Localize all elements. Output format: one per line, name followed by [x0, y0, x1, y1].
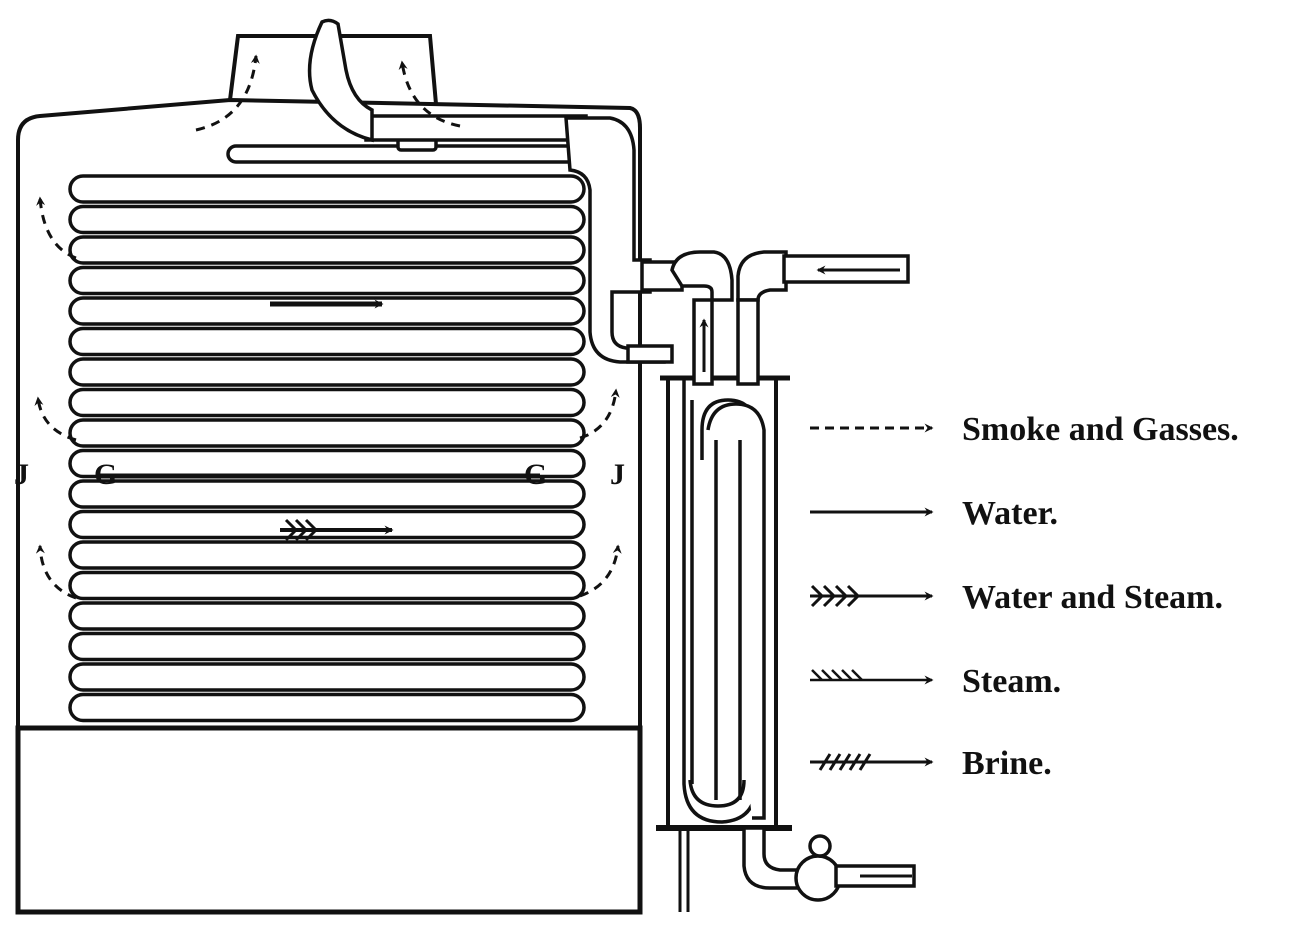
- coil-loop: [68, 265, 586, 296]
- coil-loop: [68, 448, 586, 479]
- coil-loop: [68, 570, 586, 601]
- hatched-arrow-icon: [810, 753, 934, 771]
- coil-loop: [68, 326, 586, 357]
- coil-left-letter: G: [94, 458, 117, 491]
- legend-item-water-steam: Water and Steam.: [810, 579, 1223, 616]
- coil-loop: [68, 357, 586, 387]
- brine-outlet-valve: [742, 826, 916, 902]
- coil-loop: [68, 479, 586, 509]
- legend-item-water: Water.: [810, 495, 1058, 532]
- coil-loop: [68, 174, 586, 204]
- coil-loop: [68, 631, 586, 662]
- coil-loop: [68, 692, 586, 723]
- legend-label-water-steam: Water and Steam.: [962, 579, 1223, 616]
- flow-arrows: [34, 54, 912, 878]
- coil-loop: [68, 418, 586, 448]
- boiler-shell: [15, 34, 643, 915]
- coil-loop: [68, 296, 586, 326]
- legend-label-steam: Steam.: [962, 663, 1061, 700]
- legend-item-steam: Steam.: [810, 663, 1061, 700]
- chimney-gooseneck-pipe: [307, 18, 374, 143]
- legend-item-smoke: Smoke and Gasses.: [810, 411, 1239, 448]
- coil-loop: [68, 204, 586, 235]
- jacket-right-letter: J: [610, 458, 625, 491]
- riser-pipe: [564, 116, 684, 364]
- inlet-fittings: [670, 250, 910, 824]
- coil-loop: [68, 509, 586, 540]
- legend-item-brine: Brine.: [810, 745, 1052, 782]
- coil-loop: [68, 540, 586, 570]
- legend-label-brine: Brine.: [962, 745, 1052, 782]
- coil-loop: [68, 662, 586, 692]
- diagram-letters: J J G G: [14, 458, 625, 491]
- condenser: [656, 375, 792, 912]
- coil-loop: [68, 235, 586, 265]
- feathered-arrow-icon: [810, 584, 934, 608]
- jacket-left-letter: J: [14, 458, 29, 491]
- coil-loop: [68, 387, 586, 418]
- light-feathered-arrow-icon: [810, 669, 934, 685]
- legend-label-smoke: Smoke and Gasses.: [962, 411, 1239, 448]
- legend: Smoke and Gasses. Water. Water and Steam…: [810, 411, 1239, 782]
- coil-loop: [68, 601, 586, 631]
- coil-header-pipe: [226, 114, 590, 164]
- coil-stack: [68, 174, 586, 723]
- coil-right-letter: G: [524, 458, 547, 491]
- legend-label-water: Water.: [962, 495, 1058, 532]
